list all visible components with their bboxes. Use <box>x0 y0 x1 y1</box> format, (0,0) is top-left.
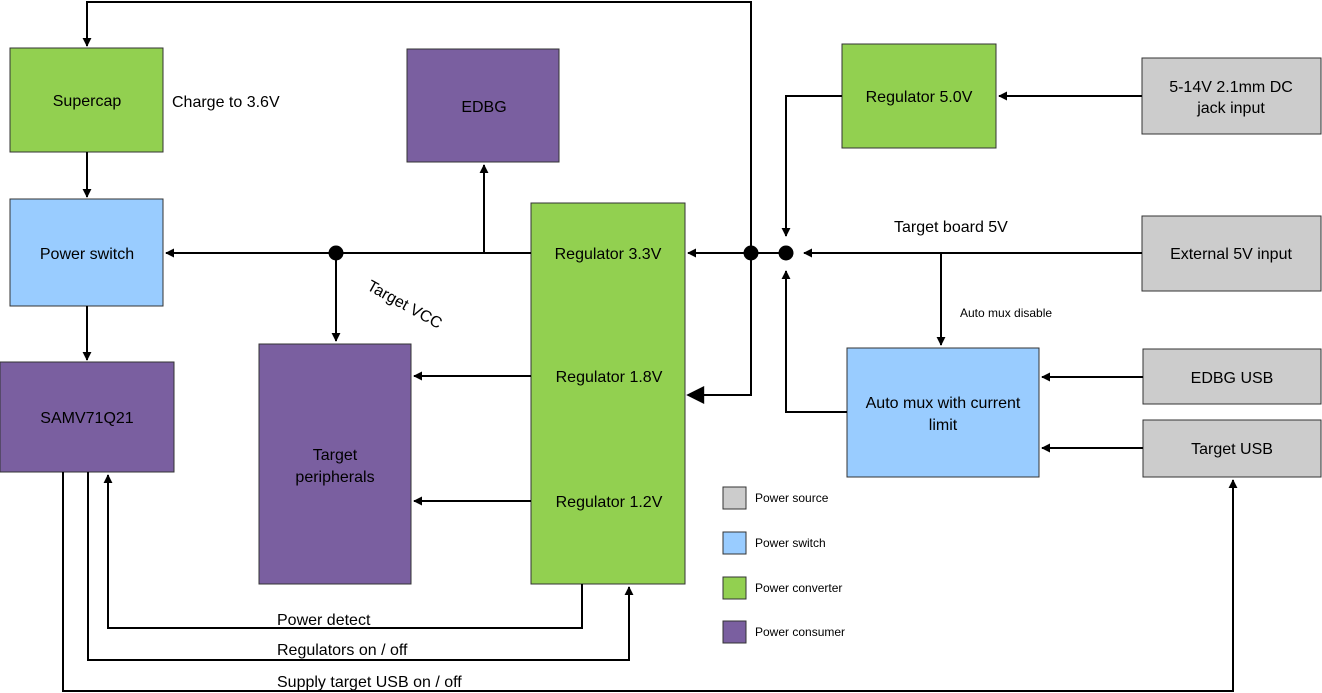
auto-mux-disable-label: Auto mux disable <box>960 306 1052 320</box>
connections <box>62 1 1238 692</box>
legend-label-power-source: Power source <box>755 491 829 505</box>
target-peripherals-block <box>258 343 412 585</box>
samv71-label: SAMV71Q21 <box>40 410 133 427</box>
target-peripherals-label-line1: Target <box>313 447 358 464</box>
target-usb-label: Target USB <box>1191 441 1273 458</box>
regulators-on-off-label: Regulators on / off <box>277 642 408 659</box>
samv71-block <box>0 361 175 473</box>
supercap-block <box>9 47 164 153</box>
edbg-usb-block <box>1142 348 1322 405</box>
target-peripherals-label-line2: peripherals <box>295 469 374 486</box>
charge-label: Charge to 3.6V <box>172 94 280 111</box>
legend-swatch-power-source <box>722 486 747 510</box>
auto-mux-block <box>846 347 1040 478</box>
power-detect-wire <box>103 474 583 629</box>
usb-supply-control-wire <box>62 472 1238 692</box>
regulator-5v-label: Regulator 5.0V <box>866 89 973 106</box>
target-board-5v-label: Target board 5V <box>894 219 1008 236</box>
dc-jack-block <box>1141 57 1322 135</box>
5v-junction-dot <box>778 245 794 261</box>
supply-target-usb-label: Supply target USB on / off <box>277 674 462 691</box>
junctions <box>328 245 794 261</box>
block-labels: Supercap EDBG Regulator 5.0V 5-14V 2.1mm… <box>40 79 1293 511</box>
vcc-junction-dot <box>328 245 344 261</box>
target-vcc-label: Target VCC <box>364 278 445 333</box>
3v3-to-reg1v8-wire <box>686 253 752 404</box>
blocks <box>0 43 1322 585</box>
power-switch-label: Power switch <box>40 246 134 263</box>
dc-jack-label-line1: 5-14V 2.1mm DC <box>1169 79 1293 96</box>
legend-swatch-power-consumer <box>722 620 747 644</box>
power-detect-label: Power detect <box>277 612 371 629</box>
edbg-usb-label: EDBG USB <box>1191 370 1274 387</box>
power-switch-block <box>9 198 164 307</box>
automux-to-node-wire <box>781 270 847 413</box>
edbg-label: EDBG <box>461 99 506 116</box>
dc-jack-label-line2: jack input <box>1196 100 1265 117</box>
auto-mux-label-line1: Auto mux with current <box>866 395 1021 412</box>
regulator-1v8-label: Regulator 1.8V <box>556 369 663 386</box>
legend-label-power-converter: Power converter <box>755 581 842 595</box>
regulator-1v2-label: Regulator 1.2V <box>556 494 663 511</box>
legend-swatch-power-converter <box>722 576 747 600</box>
legend-label-power-switch: Power switch <box>755 536 826 550</box>
legend-label-power-consumer: Power consumer <box>755 625 845 639</box>
supercap-charge-wire <box>82 1 752 252</box>
external-5v-block <box>1141 215 1322 292</box>
regulators-block <box>530 202 686 585</box>
regulators-control-wire <box>87 472 634 661</box>
supercap-label: Supercap <box>53 93 122 110</box>
regulator-3v3-label: Regulator 3.3V <box>555 246 662 263</box>
legend-swatch-power-switch <box>722 531 747 555</box>
regulator-5v-block <box>841 43 997 149</box>
auto-mux-label-line2: limit <box>929 417 958 434</box>
external-5v-label: External 5V input <box>1170 246 1292 263</box>
reg5v-to-node-wire <box>781 95 842 237</box>
legend: Power source Power switch Power converte… <box>722 486 845 644</box>
edbg-block <box>406 48 560 163</box>
3v3-junction-dot <box>743 245 759 261</box>
